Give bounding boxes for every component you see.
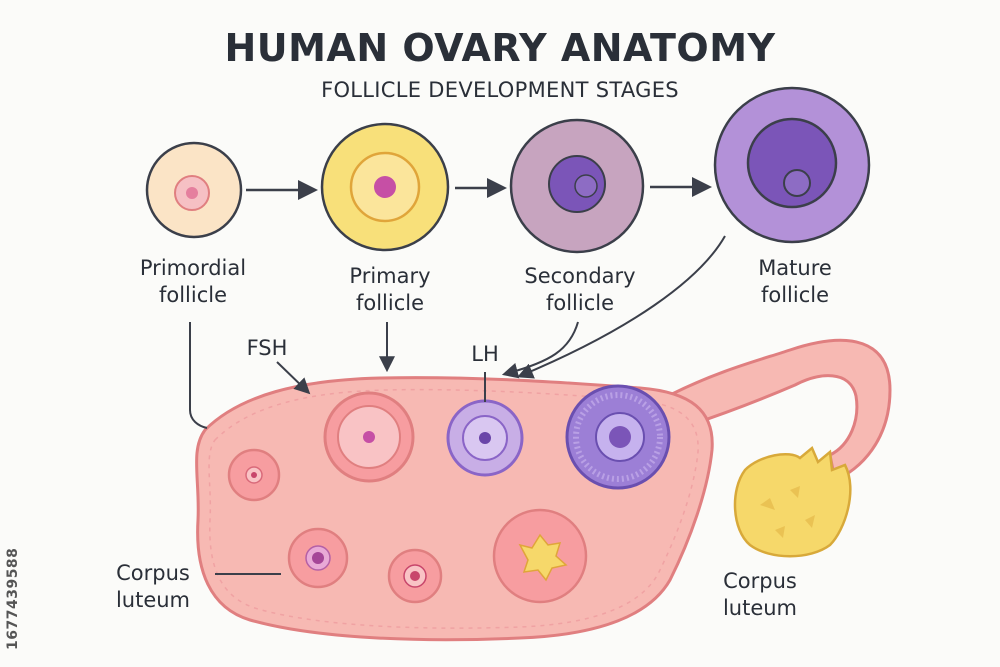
external-corpus-luteum — [733, 445, 852, 558]
ovary-primary-follicle — [323, 391, 415, 483]
label-corpus-luteum-left: Corpus luteum — [115, 561, 191, 612]
mature-follicle — [713, 86, 871, 244]
ovary-primordial-follicle — [227, 448, 281, 502]
primary-follicle — [320, 122, 450, 252]
page-title: HUMAN OVARY ANATOMY — [224, 26, 776, 70]
label-primary-follicle: Primary follicle — [349, 264, 431, 315]
label-corpus-luteum-right: Corpus luteum — [722, 569, 798, 620]
ovary-follicle-lower-left — [287, 527, 349, 589]
secondary-follicle — [509, 118, 645, 254]
ovary-secondary-follicle — [446, 399, 524, 477]
label-mature-follicle: Mature follicle — [758, 256, 832, 307]
ovary-corpus-luteum — [492, 508, 588, 604]
label-lh: LH — [471, 342, 499, 366]
ovary-mature-follicle — [565, 384, 671, 490]
label-fsh: FSH — [246, 336, 288, 360]
label-secondary-follicle: Secondary follicle — [524, 264, 636, 315]
leader-fsh — [276, 361, 311, 395]
leader-mature — [517, 235, 726, 379]
leader-primordial — [189, 322, 208, 429]
ovary-follicle-lower-middle — [387, 548, 443, 604]
side-id-text: 1677439588 — [5, 547, 21, 650]
primordial-follicle — [145, 141, 243, 239]
label-primordial-follicle: Primordial follicle — [139, 256, 247, 307]
page-subtitle: FOLLICLE DEVELOPMENT STAGES — [321, 78, 679, 102]
